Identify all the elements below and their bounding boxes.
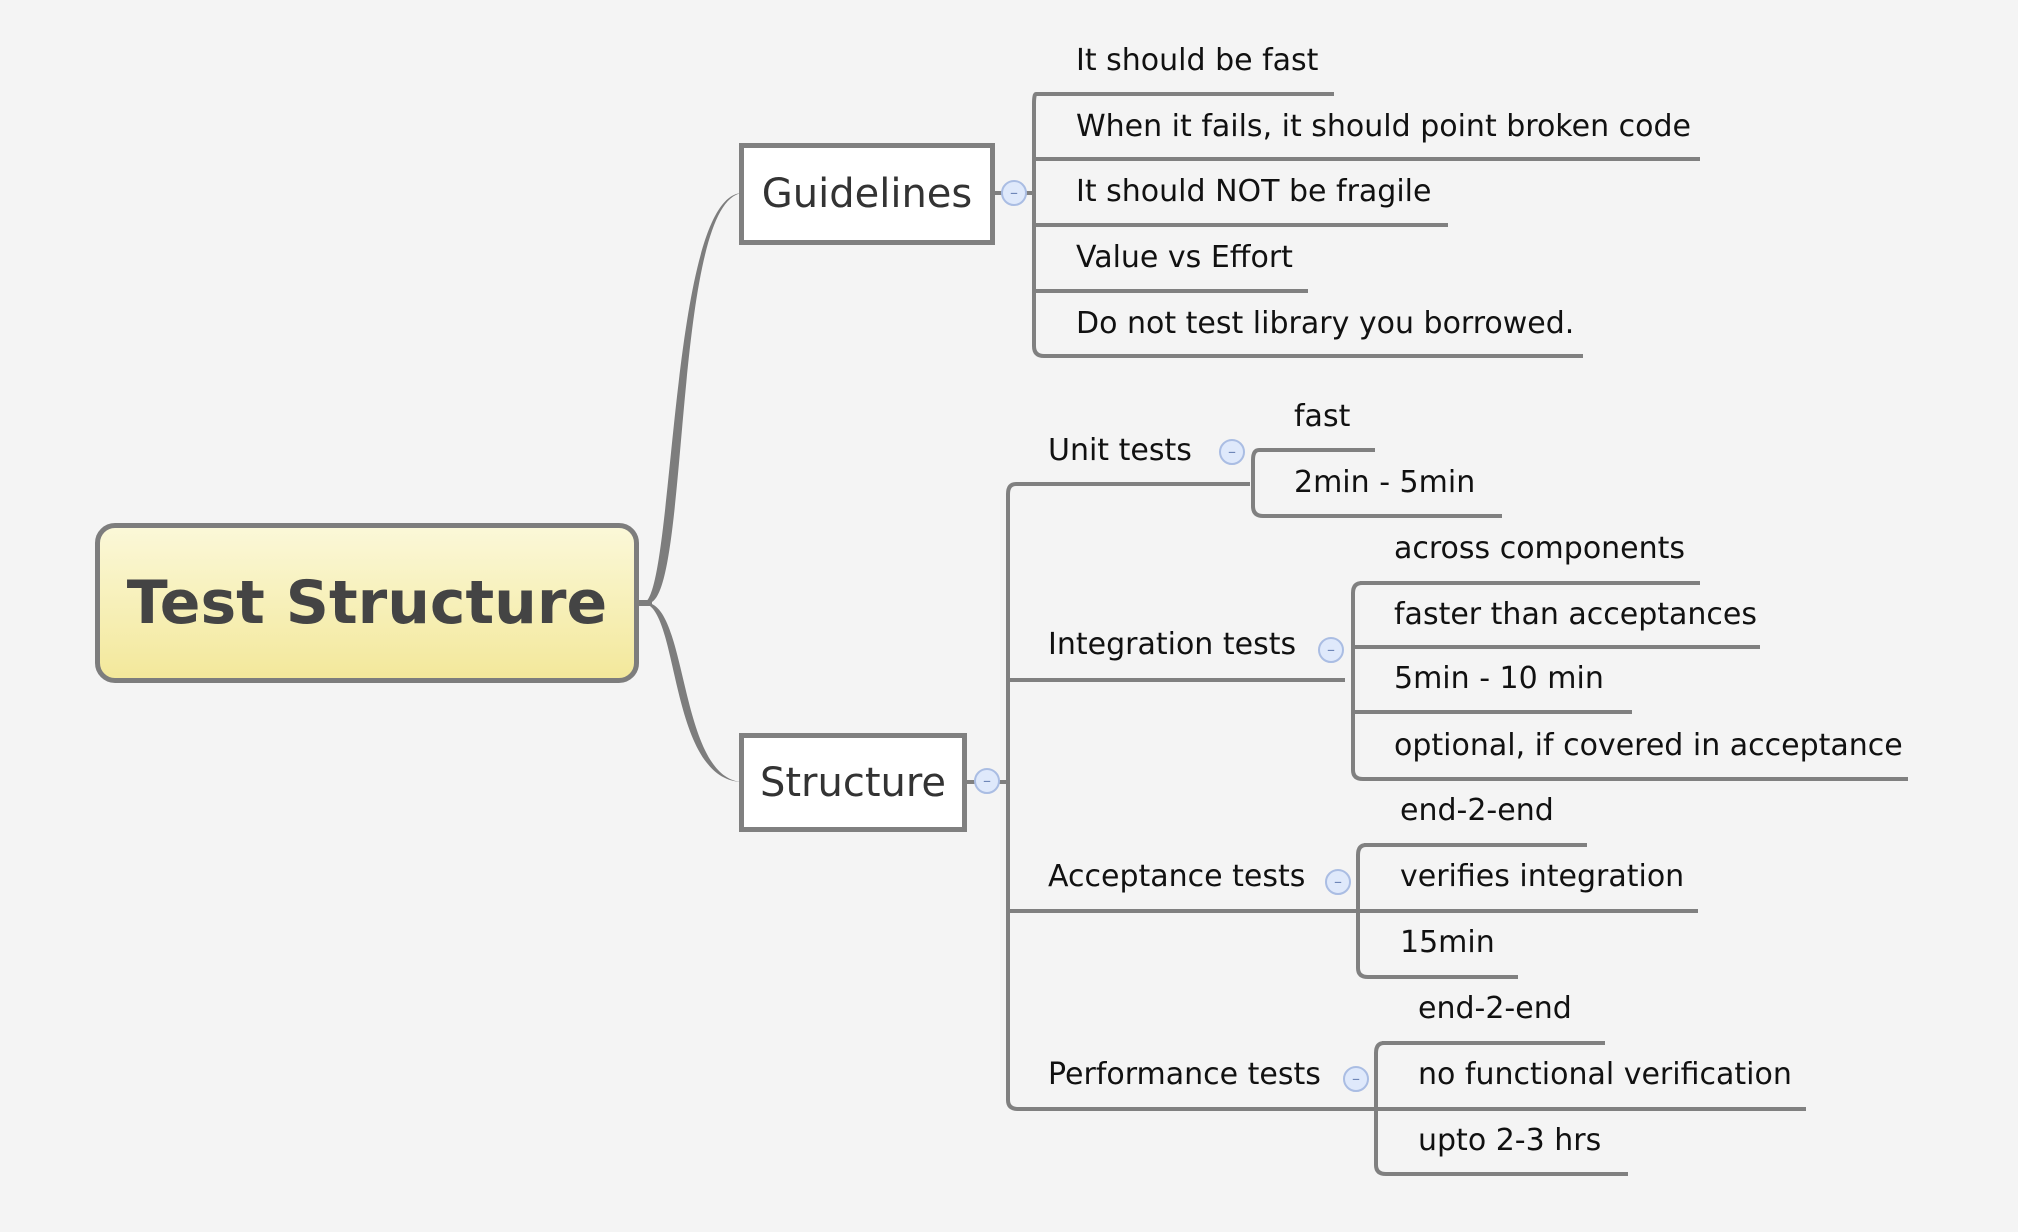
guidelines-collapse-icon[interactable]: – [1001, 180, 1027, 206]
performance-tests-label[interactable]: Performance tests [1048, 1057, 1321, 1092]
guideline-item[interactable]: It should NOT be fragile [1076, 174, 1432, 209]
performance-tests-item[interactable]: no functional verification [1418, 1057, 1792, 1092]
acceptance-tests-label[interactable]: Acceptance tests [1048, 859, 1306, 894]
unit-tests-label[interactable]: Unit tests [1048, 433, 1192, 468]
unit-tests-bracket [1251, 448, 1502, 518]
guidelines-node[interactable]: Guidelines [739, 143, 995, 245]
performance-tests-item[interactable]: upto 2-3 hrs [1418, 1123, 1602, 1158]
guideline-item[interactable]: When it fails, it should point broken co… [1076, 109, 1691, 144]
integration-tests-item[interactable]: optional, if covered in acceptance [1394, 728, 1903, 763]
integration-tests-item[interactable]: 5min - 10 min [1394, 661, 1604, 696]
acceptance-tests-item[interactable]: verifies integration [1400, 859, 1685, 894]
performance-tests-item[interactable]: end-2-end [1418, 991, 1572, 1026]
structure-collapse-icon[interactable]: – [974, 768, 1000, 794]
guideline-item[interactable]: It should be fast [1076, 43, 1319, 78]
acceptance-tests-item[interactable]: 15min [1400, 925, 1495, 960]
unit-tests-item[interactable]: fast [1294, 399, 1351, 434]
unit-tests-collapse-icon[interactable]: – [1219, 439, 1245, 465]
guidelines-label: Guidelines [761, 171, 973, 217]
structure-trunk [967, 482, 1380, 1111]
root-node[interactable]: Test Structure [95, 523, 639, 683]
root-connector-structure [643, 603, 742, 782]
structure-label: Structure [759, 759, 947, 806]
integration-tests-collapse-icon[interactable]: – [1318, 637, 1344, 663]
guideline-item[interactable]: Value vs Effort [1076, 240, 1293, 275]
structure-node[interactable]: Structure [739, 733, 967, 832]
root-connector-guidelines [643, 193, 742, 603]
root-title: Test Structure [126, 568, 608, 638]
integration-tests-bracket [1351, 581, 1908, 781]
integration-tests-item[interactable]: faster than acceptances [1394, 597, 1757, 632]
guideline-item[interactable]: Do not test library you borrowed. [1076, 306, 1575, 341]
integration-tests-label[interactable]: Integration tests [1048, 627, 1297, 662]
integration-tests-item[interactable]: across components [1394, 531, 1686, 566]
acceptance-tests-bracket [1356, 843, 1698, 979]
performance-tests-bracket [1374, 1041, 1806, 1176]
performance-tests-collapse-icon[interactable]: – [1343, 1066, 1369, 1092]
acceptance-tests-collapse-icon[interactable]: – [1325, 869, 1351, 895]
guidelines-bracket [995, 92, 1700, 358]
acceptance-tests-item[interactable]: end-2-end [1400, 793, 1554, 828]
unit-tests-item[interactable]: 2min - 5min [1294, 465, 1476, 500]
